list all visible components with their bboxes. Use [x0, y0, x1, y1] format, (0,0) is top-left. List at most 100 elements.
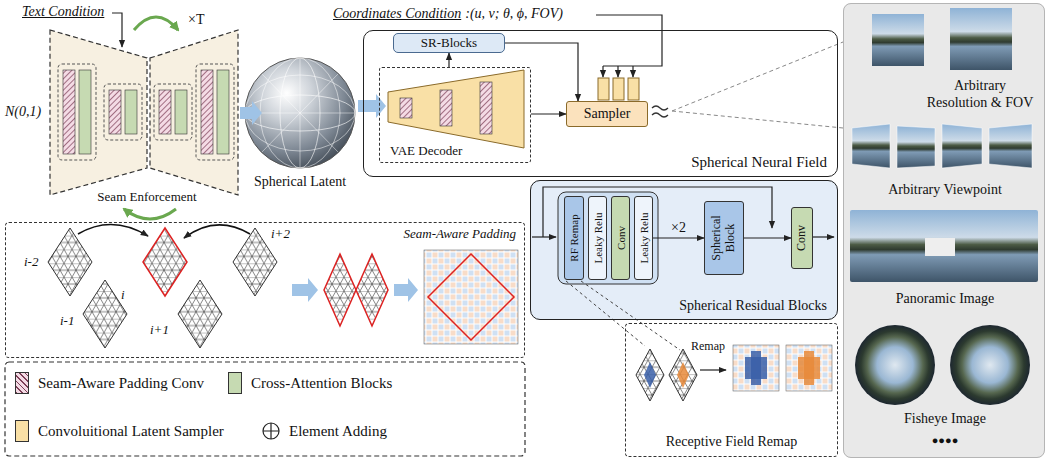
seam-padding-figure — [184, 225, 250, 238]
node-text: Conv — [795, 210, 809, 266]
dashed-panel: Seam-Aware Padding — [5, 222, 525, 358]
figure-label: Text Condition — [22, 4, 104, 21]
figure-label: i+2 — [271, 226, 290, 242]
layer-box: Leaky Relu — [634, 196, 653, 280]
sampler-box: Sampler — [566, 101, 648, 127]
legend-text: Element Adding — [289, 422, 387, 440]
figure-label: Remap — [691, 339, 725, 353]
node-text: Spherical Residual Blocks — [679, 298, 827, 315]
leader-line — [672, 42, 843, 128]
loop-arrow — [124, 209, 176, 219]
legend-swatch — [263, 423, 279, 439]
seam-padding-figure — [83, 280, 127, 348]
legend-item: Element Adding — [262, 420, 387, 442]
connector-arrow — [653, 237, 704, 238]
receptive-field-figure — [636, 345, 832, 401]
coordinate-wire — [596, 15, 662, 66]
seam-padding-figure — [178, 280, 222, 348]
node-text: Arbitrary Resolution & FOV — [924, 78, 1036, 112]
legend-swatch — [262, 422, 280, 440]
layer-box: Leaky Relu — [588, 196, 607, 280]
edge-label: ×2 — [669, 220, 688, 237]
coordinate-wire — [602, 66, 603, 77]
unet-diffusion — [201, 70, 213, 154]
unet-diffusion — [104, 84, 142, 140]
receptive-field-figure — [677, 362, 689, 388]
legend-item: Cross-Attention Blocks — [228, 372, 392, 394]
figure-label: Coordinates Condition — [333, 6, 461, 23]
output-images — [850, 8, 1038, 405]
seam-padding-figure — [78, 224, 148, 236]
figure-label: Spherical Latent — [240, 174, 360, 191]
coordinate-wire — [617, 66, 618, 77]
receptive-field-figure — [636, 349, 664, 401]
coordinate-wire — [596, 15, 662, 77]
legend-swatch — [228, 372, 242, 394]
unet-diffusion — [50, 30, 238, 195]
output-images — [852, 124, 890, 168]
unet-diffusion — [50, 30, 147, 195]
output-images — [942, 124, 982, 168]
seam-padding-figure — [48, 224, 518, 348]
node-text: Receptive Field Remap — [626, 434, 837, 451]
figure-label: :(u, v; θ, ϕ, FOV) — [465, 6, 563, 23]
unet-diffusion — [159, 90, 171, 134]
loop-arrow — [134, 17, 178, 30]
node-text: Seam-Aware Padding — [403, 226, 516, 242]
seam-padding-figure — [356, 254, 388, 326]
node-text: Leaky Relu — [591, 199, 604, 277]
connector-arrow — [505, 43, 578, 101]
output-images — [925, 238, 955, 256]
output-images — [950, 325, 1030, 405]
unet-diffusion — [79, 70, 91, 154]
unet-diffusion — [175, 90, 187, 134]
module-panel: Spherical Residual Blocks RF Remap Leaky R… — [530, 180, 838, 320]
dashed-group: VAE Decoder — [379, 67, 531, 163]
vae-decoder-shape — [480, 82, 492, 134]
layer-box: Spherical Block — [704, 201, 744, 275]
seam-padding-figure — [428, 254, 514, 340]
figure-label: i-2 — [24, 254, 38, 270]
output-images — [989, 124, 1032, 168]
panel-fill — [363, 30, 838, 177]
unet-diffusion — [196, 64, 234, 160]
legend-swatch — [15, 372, 29, 394]
figure-label: i — [121, 287, 125, 303]
unet-diffusion — [154, 84, 192, 140]
output-panel: Arbitrary Resolution & FOV Arbitrary View… — [843, 3, 1045, 458]
node-text: Panoramic Image — [844, 291, 1046, 308]
figure-label: ×T — [188, 12, 204, 29]
seam-padding-figure — [394, 278, 418, 302]
latent-sampler-blocks — [598, 78, 609, 100]
output-images — [850, 210, 1038, 282]
legend-swatch — [15, 420, 29, 442]
latent-sampler-blocks — [613, 78, 624, 100]
process-box: SR-Blocks — [393, 33, 505, 53]
node-text: Fisheye Image — [844, 411, 1046, 428]
legend-frame — [5, 362, 525, 456]
residual-block-figure — [558, 192, 658, 284]
node-text: RF Remap — [568, 199, 581, 277]
seam-padding-figure — [292, 278, 318, 302]
receptive-field-figure — [700, 369, 726, 370]
legend-item: Convoluitional Latent Sampler — [15, 420, 224, 442]
node-text: Sampler — [584, 106, 631, 123]
seam-padding-figure — [324, 254, 356, 326]
legend-text: Cross-Attention Blocks — [251, 374, 392, 392]
vae-decoder-shape — [440, 90, 452, 126]
unet-diffusion — [217, 70, 229, 154]
layer-box: RF Remap — [564, 196, 584, 280]
residual-block-figure — [812, 236, 834, 237]
legend-item: Seam-Aware Padding Conv — [15, 372, 204, 394]
node-text: Arbitrary Viewpoint — [844, 182, 1046, 199]
panel-fill — [363, 3, 1045, 458]
vae-decoder-shape — [400, 98, 412, 118]
condition-arrow — [112, 13, 122, 47]
unet-diffusion — [125, 90, 137, 134]
vae-decoder-shape — [388, 70, 524, 148]
output-images — [950, 8, 1012, 70]
seam-padding-figure — [233, 228, 277, 296]
receptive-field-figure — [669, 349, 697, 401]
receptive-field-figure — [733, 345, 779, 391]
output-images — [855, 325, 935, 405]
